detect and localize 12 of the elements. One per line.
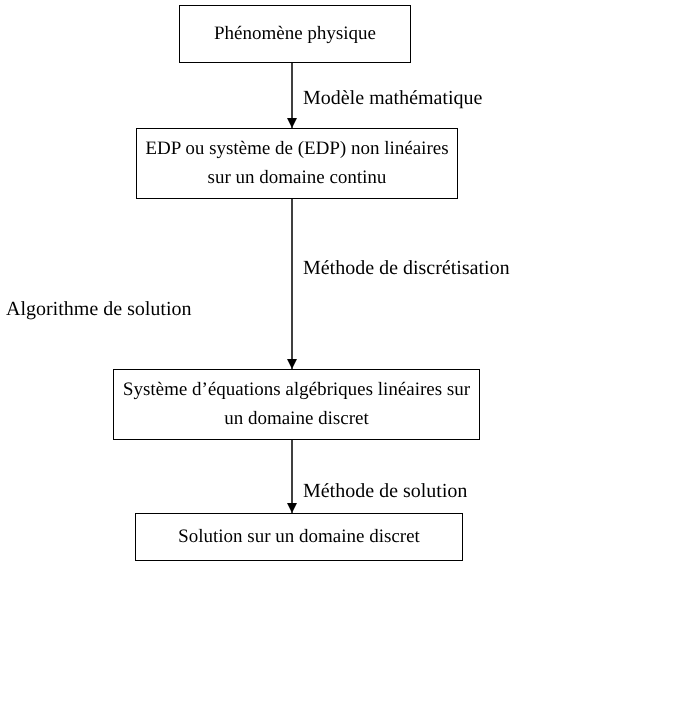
box-text: EDP ou système de (EDP) non linéaires sur un domaine continu [144, 137, 450, 190]
box-text: Phénomène physique [214, 22, 376, 46]
process-box [135, 513, 463, 561]
box-text: Solution sur un domaine discret [178, 524, 420, 549]
process-box [113, 369, 480, 440]
process-box [179, 5, 411, 63]
process-box [136, 128, 458, 199]
arrow [287, 199, 297, 369]
arrow [287, 63, 297, 128]
box-text: Système d’équations algébriques linéaires sur un domaine discret [122, 378, 472, 430]
note-text: Algorithme de solution [6, 297, 192, 322]
arrow [287, 440, 297, 513]
